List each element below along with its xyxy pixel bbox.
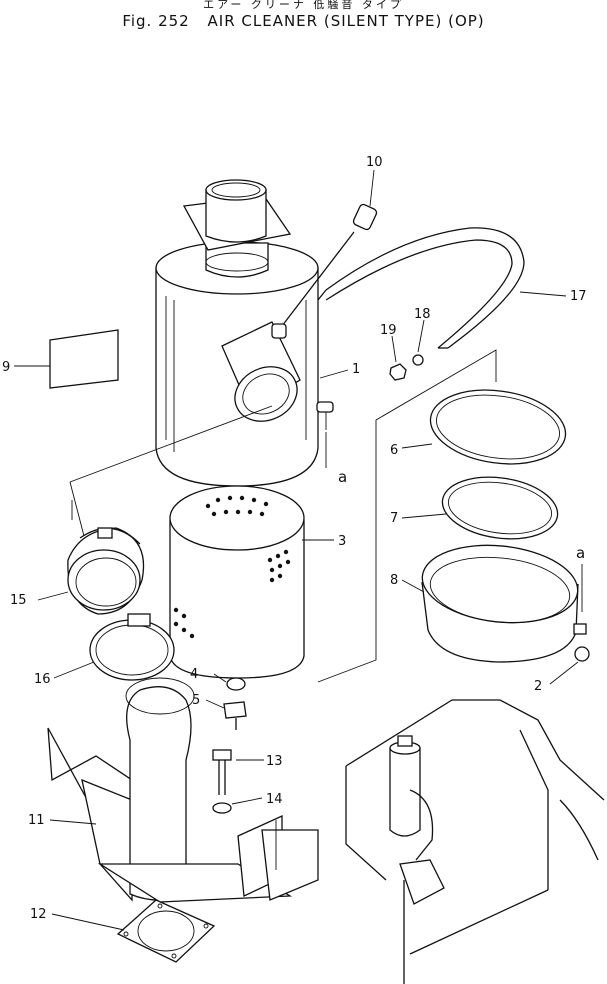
callout-6: 6 xyxy=(390,443,398,458)
perforation-dot xyxy=(263,501,269,507)
callout-14: 14 xyxy=(266,792,283,807)
air-cleaner-housing xyxy=(155,179,334,487)
callout-labels: 1 2 3 4 5 6 7 8 9 10 11 12 13 14 15 16 1… xyxy=(2,155,587,922)
filter-element xyxy=(169,485,305,679)
callout-16: 16 xyxy=(34,672,51,687)
intake-pipe xyxy=(47,677,319,903)
callout-7: 7 xyxy=(390,511,398,526)
leader-lines xyxy=(14,169,583,931)
perforation-dot xyxy=(259,511,265,517)
assembly-guide-lines xyxy=(69,349,497,683)
ref-a-housing: a xyxy=(338,468,347,486)
callout-1: 1 xyxy=(352,362,360,377)
valve-5 xyxy=(223,701,247,730)
perforation-dot xyxy=(181,613,187,619)
perforation-dot xyxy=(173,607,179,613)
washer-4 xyxy=(226,677,246,691)
pipe-gasket xyxy=(116,899,216,963)
callout-2: 2 xyxy=(534,679,542,694)
perforation-dot xyxy=(211,511,217,517)
callout-8: 8 xyxy=(390,573,398,588)
seal-rings xyxy=(429,389,567,540)
callout-17: 17 xyxy=(570,289,587,304)
callout-11: 11 xyxy=(28,813,45,828)
figure-number: Fig. 252 xyxy=(122,12,190,30)
bolt-13 xyxy=(212,749,232,795)
callout-3: 3 xyxy=(338,534,346,549)
perforation-dot xyxy=(275,553,281,559)
perforation-dot xyxy=(251,497,257,503)
perforation-dot xyxy=(247,509,253,515)
dust-cup xyxy=(421,544,587,663)
perforation-dot xyxy=(269,567,275,573)
perforation-dot xyxy=(277,573,283,579)
washer-14 xyxy=(212,802,232,814)
mounting-band xyxy=(317,227,525,349)
perforation-dot xyxy=(189,633,195,639)
callout-15: 15 xyxy=(10,593,27,608)
caution-label xyxy=(49,329,119,389)
element-perforations xyxy=(173,495,291,639)
perforation-dot xyxy=(283,549,289,555)
perforation-dot xyxy=(285,559,291,565)
figure-title: Fig. 252 AIR CLEANER (SILENT TYPE) (OP) xyxy=(0,12,607,30)
callout-10: 10 xyxy=(366,155,383,170)
perforation-dot xyxy=(205,503,211,509)
callout-18: 18 xyxy=(414,307,431,322)
nut-and-washer xyxy=(389,354,424,381)
perforation-dot xyxy=(173,621,179,627)
perforation-dot xyxy=(235,509,241,515)
callout-13: 13 xyxy=(266,754,283,769)
ref-a-cup: a xyxy=(576,544,585,562)
dust-indicator xyxy=(271,203,378,339)
perforation-dot xyxy=(239,495,245,501)
perforation-dot xyxy=(215,497,221,503)
figure-caption: AIR CLEANER (SILENT TYPE) (OP) xyxy=(207,12,485,30)
perforation-dot xyxy=(277,563,283,569)
perforation-dot xyxy=(223,509,229,515)
japanese-title: エアー クリーナ 低騒音 タイプ xyxy=(203,0,404,11)
callout-19: 19 xyxy=(380,323,397,338)
perforation-dot xyxy=(269,577,275,583)
perforation-dot xyxy=(181,627,187,633)
callout-12: 12 xyxy=(30,907,47,922)
perforation-dot xyxy=(227,495,233,501)
hose xyxy=(67,527,145,615)
machine-locator-view xyxy=(345,699,605,984)
callout-9: 9 xyxy=(2,360,10,375)
hose-clamp xyxy=(89,613,175,681)
callout-5: 5 xyxy=(192,693,200,708)
wing-nut xyxy=(574,646,590,662)
callout-4: 4 xyxy=(190,667,198,682)
perforation-dot xyxy=(267,557,273,563)
